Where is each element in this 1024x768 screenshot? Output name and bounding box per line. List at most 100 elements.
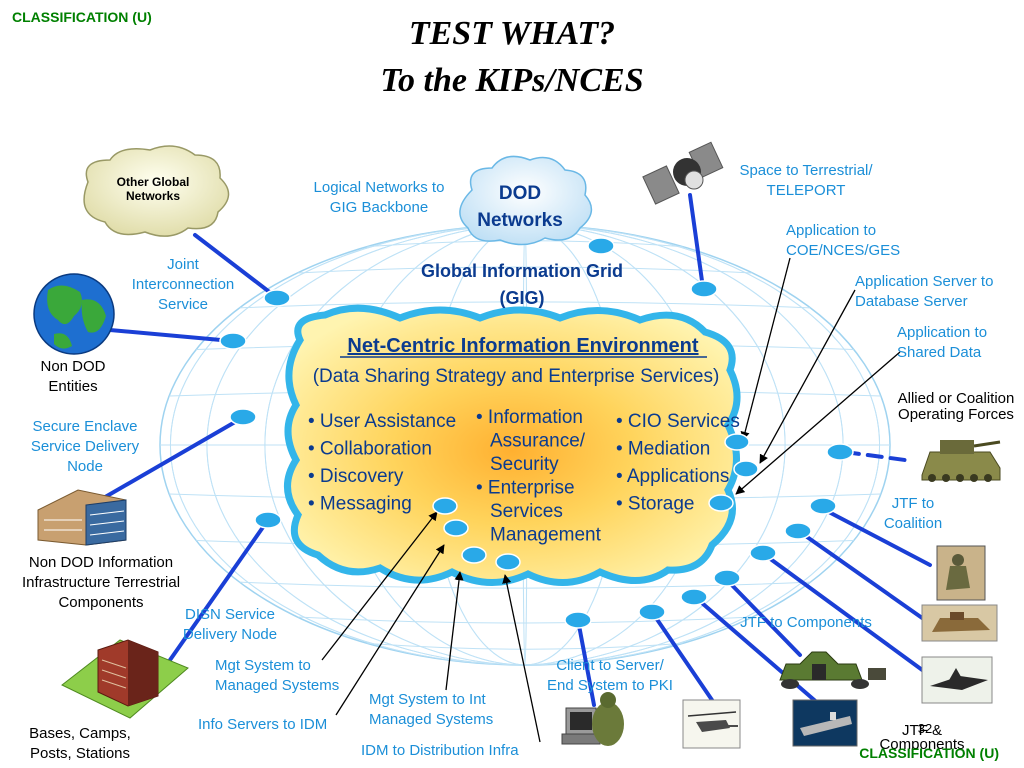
label-mgt-managed: Managed Systems	[215, 677, 339, 694]
link-globe	[108, 328, 234, 343]
nce-service-item: • Storage	[616, 494, 694, 515]
label-app-shared: Application to	[897, 324, 987, 341]
nce-service-item: • Discovery	[308, 466, 404, 487]
link-soldier	[823, 508, 932, 567]
label-jtf-coalition: JTF to	[892, 495, 935, 512]
node-oval	[724, 433, 750, 451]
computer-icon	[561, 692, 624, 746]
label-bases: Bases, Camps,	[29, 725, 131, 742]
nce-service-item: Management	[490, 525, 602, 546]
label-non-dod-info: Infrastructure Terrestrial	[22, 574, 180, 591]
nce-service-item: • Messaging	[308, 494, 412, 515]
link-ship	[693, 595, 822, 707]
label-allied: Operating Forces	[898, 406, 1014, 423]
node-ovals	[219, 237, 854, 629]
link-allied	[843, 450, 907, 462]
label-jtf-coalition: Coalition	[884, 515, 942, 532]
node-oval	[713, 569, 741, 587]
node-oval	[680, 588, 708, 606]
label-jtf-comp-bottom: JTF &	[902, 722, 942, 739]
other-networks-label-2: Networks	[126, 189, 180, 203]
dod-networks-cloud: DOD Networks	[459, 155, 593, 246]
nce-service-item: • Enterprise	[476, 478, 575, 499]
nce-title: Net-Centric Information Environment	[347, 335, 698, 357]
link-jet	[763, 553, 927, 674]
jet-icon	[921, 656, 993, 704]
nce-service-item: • CIO Services	[616, 411, 740, 432]
nce-service-item: • Collaboration	[308, 439, 432, 460]
label-app-coe: Application to	[786, 222, 876, 239]
label-disn: DISN Service	[185, 606, 275, 623]
label-non-dod-entities: Entities	[48, 378, 97, 395]
label-non-dod-entities: Non DOD	[40, 358, 105, 375]
bunker-icon	[779, 651, 886, 689]
nce-service-item: • User Assistance	[308, 411, 456, 432]
arrow-app-coe	[740, 257, 791, 441]
nce-service-item: • Applications	[616, 466, 729, 487]
label-non-dod-info: Components	[58, 594, 143, 611]
label-client: Client to Server/	[556, 657, 664, 674]
label-info-servers: Info Servers to IDM	[198, 716, 327, 733]
link-other-networks	[193, 233, 278, 299]
other-global-networks-cloud: Other Global Networks	[83, 145, 230, 237]
arrow-app-shared	[735, 351, 901, 495]
label-disn: Delivery Node	[183, 626, 277, 643]
label-secure-enclave: Service Delivery	[31, 438, 140, 455]
page-subtitle: To the KIPs/NCES	[380, 62, 643, 99]
gig-title-2: (GIG)	[500, 288, 545, 308]
armor-icon	[921, 604, 998, 642]
label-secure-enclave: Secure Enclave	[32, 418, 137, 435]
node-oval	[461, 546, 487, 564]
label-idm: IDM to Distribution Infra	[361, 742, 519, 759]
label-mgt-int: Managed Systems	[369, 711, 493, 728]
node-oval	[784, 522, 812, 540]
link-secure-enclave	[98, 416, 244, 502]
link-disn	[168, 518, 270, 662]
label-space: TELEPORT	[767, 182, 846, 199]
dod-networks-label-1: DOD	[499, 183, 541, 204]
label-allied: Allied or Coalition	[898, 390, 1015, 407]
label-joint: Joint	[167, 256, 200, 273]
arrow-info-servers	[335, 544, 445, 716]
node-oval	[733, 460, 759, 478]
label-mgt-int: Mgt System to Int	[369, 691, 487, 708]
ship-icon	[792, 699, 858, 747]
label-joint: Interconnection	[132, 276, 235, 293]
link-armor	[798, 530, 927, 622]
annotation-labels: Logical Networks to GIG Backbone Space to …	[22, 162, 1014, 762]
node-oval	[254, 511, 282, 529]
helicopter-icon	[682, 699, 741, 749]
label-mgt-managed: Mgt System to	[215, 657, 311, 674]
satellite-icon	[642, 141, 724, 205]
classification-top: CLASSIFICATION (U)	[12, 9, 152, 25]
link-satellite	[688, 193, 705, 290]
label-client: End System to PKI	[547, 677, 673, 694]
node-oval	[229, 408, 257, 426]
node-oval	[263, 289, 291, 307]
node-oval	[749, 544, 777, 562]
globe-icon	[33, 273, 115, 355]
label-joint: Service	[158, 296, 208, 313]
label-app-server: Application Server to	[855, 273, 993, 290]
link-computer	[576, 618, 596, 707]
label-app-server: Database Server	[855, 293, 968, 310]
node-oval	[708, 494, 734, 512]
label-bases: Posts, Stations	[30, 745, 130, 762]
node-oval	[564, 611, 592, 629]
label-space: Space to Terrestrial/	[739, 162, 873, 179]
office-building-icon	[37, 489, 127, 546]
nce-service-item: • Mediation	[616, 439, 710, 460]
label-logical-networks: Logical Networks to	[314, 179, 445, 196]
page-number: 32	[918, 721, 932, 736]
node-oval	[219, 332, 247, 350]
annotation-arrows	[321, 257, 901, 743]
node-oval	[826, 443, 854, 461]
label-logical-networks: GIG Backbone	[330, 199, 428, 216]
nce-service-item: Services	[490, 501, 563, 522]
label-secure-enclave: Node	[67, 458, 103, 475]
connector-lines	[98, 193, 932, 707]
dod-networks-label-2: Networks	[477, 210, 563, 231]
nce-cloud	[284, 304, 741, 586]
